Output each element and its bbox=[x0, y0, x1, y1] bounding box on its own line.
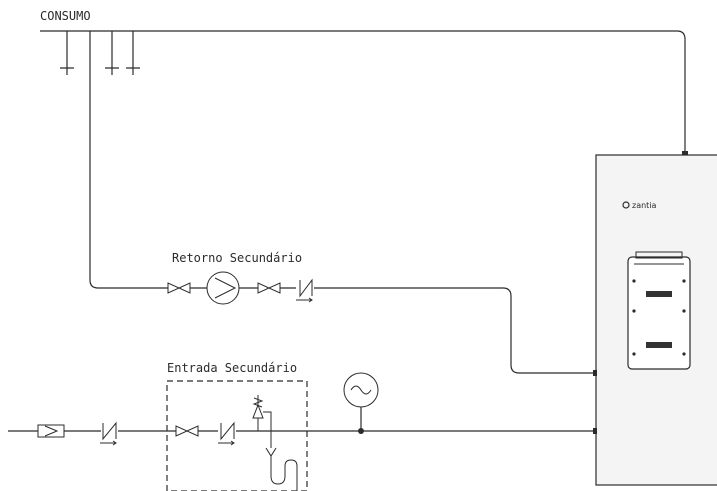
check-valve-icon bbox=[100, 421, 117, 446]
consumo-taps bbox=[60, 31, 140, 75]
label-consumo: CONSUMO bbox=[40, 9, 91, 23]
gate-valve-icon bbox=[175, 425, 199, 437]
expansion-vessel-icon bbox=[343, 372, 379, 434]
retorno-pipe bbox=[89, 31, 596, 374]
gate-valve-icon bbox=[257, 282, 281, 294]
check-valve-icon bbox=[296, 278, 313, 303]
entrada-dashed-box bbox=[166, 380, 308, 491]
svg-text:zantia: zantia bbox=[632, 201, 657, 210]
drain-trap-icon bbox=[265, 447, 298, 491]
check-valve-icon bbox=[218, 421, 235, 446]
consumo-pipe bbox=[40, 30, 688, 156]
label-entrada: Entrada Secundário bbox=[167, 361, 297, 375]
gate-valve-icon bbox=[167, 282, 191, 294]
safety-valve-icon bbox=[252, 395, 272, 448]
label-retorno: Retorno Secundário bbox=[172, 251, 302, 265]
storage-tank: zantia bbox=[593, 154, 717, 486]
pump-icon bbox=[206, 271, 240, 305]
filter-icon bbox=[37, 424, 65, 438]
brand-logo: zantia bbox=[622, 201, 657, 210]
control-panel bbox=[627, 251, 691, 370]
